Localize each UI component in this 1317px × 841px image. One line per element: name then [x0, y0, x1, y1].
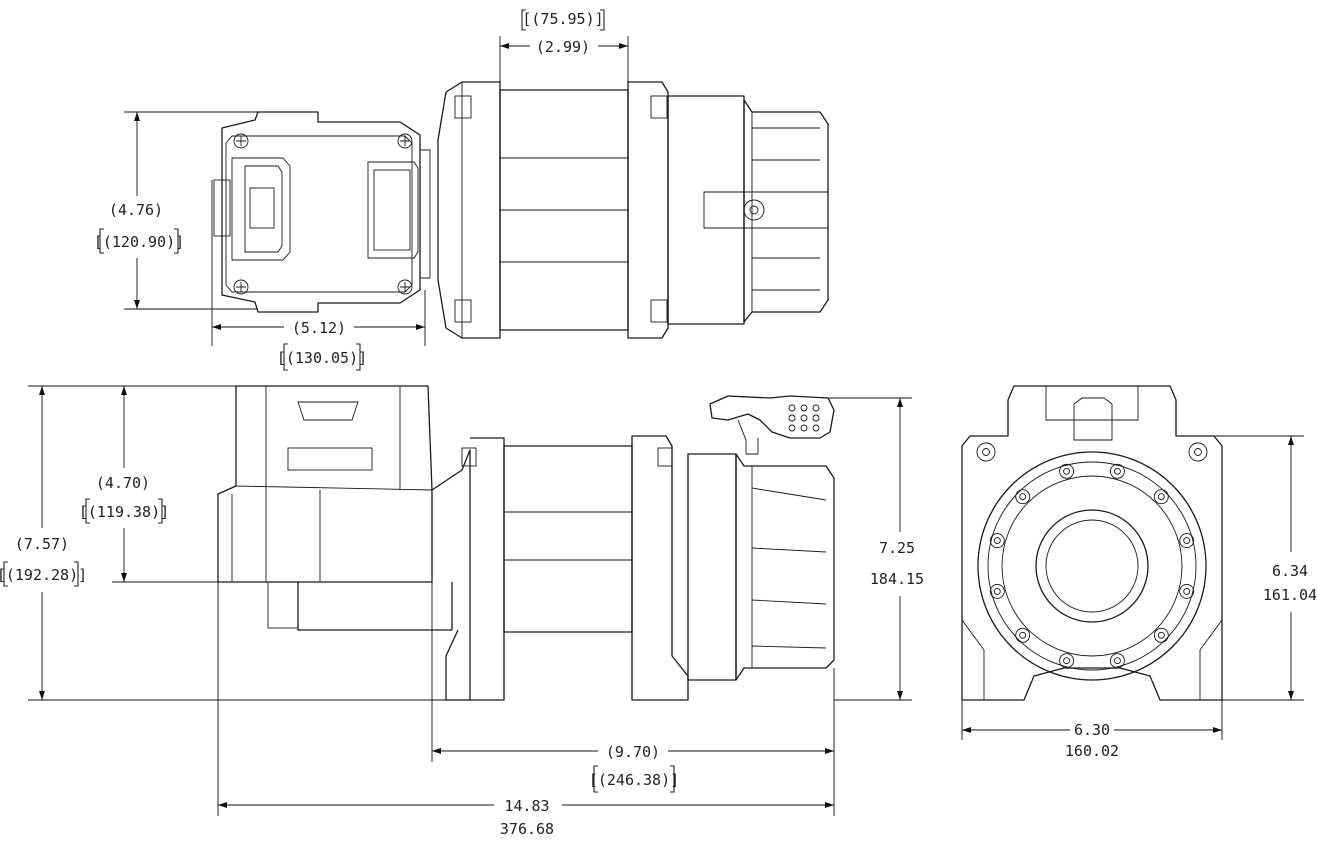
side-handle	[709, 395, 835, 455]
bolt-icon	[989, 533, 1005, 549]
bolt-icon	[1059, 653, 1075, 669]
dim-end-height-mm: 161.04	[1263, 586, 1317, 604]
dim-side-overall-height: (7.57) [(192.28)]	[0, 385, 470, 701]
dim-side-mount-length: (9.70) [(246.38)]	[431, 582, 835, 793]
dim-side-mount-length-in: (9.70)	[606, 743, 660, 761]
dim-top-box-height-mm: [(120.90)]	[94, 233, 184, 251]
top-drum	[499, 89, 629, 331]
dim-side-overall-height-mm: [(192.28)]	[0, 566, 87, 584]
side-control-box	[217, 385, 433, 629]
bolt-icon	[1153, 627, 1169, 643]
end-housing	[961, 385, 1223, 701]
bolt-icon	[1059, 463, 1075, 479]
dim-side-overall-length-in: 14.83	[504, 797, 549, 815]
bolt-icon	[1153, 489, 1169, 505]
dim-side-box-height: (4.70) [(119.38)]	[79, 386, 218, 583]
dim-side-overall-height-in: (7.57)	[15, 535, 69, 553]
dim-end-height: 6.34 161.04	[1214, 435, 1317, 701]
screw-icon	[233, 279, 249, 295]
side-right-end-plate	[631, 435, 737, 701]
end-view	[961, 385, 1223, 701]
dim-side-mount-length-mm: [(246.38)]	[589, 771, 679, 789]
bolt-icon	[1015, 627, 1031, 643]
bolt-icon	[1179, 583, 1195, 599]
bolt-ring	[989, 463, 1195, 669]
dim-top-box-width-in: (5.12)	[292, 319, 346, 337]
side-view	[217, 385, 835, 701]
top-left-end-plate	[437, 81, 501, 339]
dim-drum-width: [(75.95)] (2.99)	[499, 9, 629, 82]
bolt-icon	[1109, 653, 1125, 669]
dim-end-height-in: 6.34	[1272, 562, 1308, 580]
top-control-box	[213, 111, 431, 313]
dim-side-height-mm: 184.15	[870, 570, 924, 588]
dim-side-box-height-in: (4.70)	[96, 474, 150, 492]
side-gear-housing	[735, 453, 835, 681]
bolt-icon	[1109, 463, 1125, 479]
bolt-icon	[989, 583, 1005, 599]
screw-icon	[233, 133, 249, 149]
keypad-icon	[788, 404, 820, 432]
top-right-end-plate	[627, 81, 745, 339]
dim-drum-width-mm: [(75.95)]	[522, 10, 603, 28]
screw-icon	[397, 279, 413, 295]
dim-side-height-in: 7.25	[879, 539, 915, 557]
screw-icon	[1188, 442, 1208, 462]
side-drum	[503, 445, 633, 633]
dim-top-box-width-mm: [(130.05)]	[277, 349, 367, 367]
dim-end-width-in: 6.30	[1074, 721, 1110, 739]
dim-top-box-width: (5.12) [(130.05)]	[211, 180, 426, 371]
screw-icon	[397, 133, 413, 149]
dim-side-box-height-mm: [(119.38)]	[79, 503, 169, 521]
top-gear-housing	[703, 99, 829, 323]
top-view	[213, 81, 829, 339]
dim-side-overall-length: 14.83 376.68	[217, 582, 835, 838]
dim-end-width-mm: 160.02	[1065, 742, 1119, 760]
dim-top-box-height: (4.76) [(120.90)]	[94, 111, 258, 310]
bolt-icon	[1179, 533, 1195, 549]
dim-side-overall-length-mm: 376.68	[500, 820, 554, 838]
dim-drum-width-in: (2.99)	[536, 38, 590, 56]
dimensions: [(75.95)] (2.99) (4.76) [(120.90)] (5.12…	[0, 9, 1317, 838]
dim-side-height: 7.25 184.15	[828, 397, 924, 701]
dim-end-width: 6.30 160.02	[961, 700, 1223, 760]
end-drum-flange	[977, 451, 1207, 681]
bolt-icon	[1015, 489, 1031, 505]
dim-top-box-height-in: (4.76)	[109, 201, 163, 219]
side-left-end-plate	[461, 437, 505, 701]
screw-icon	[976, 442, 996, 462]
